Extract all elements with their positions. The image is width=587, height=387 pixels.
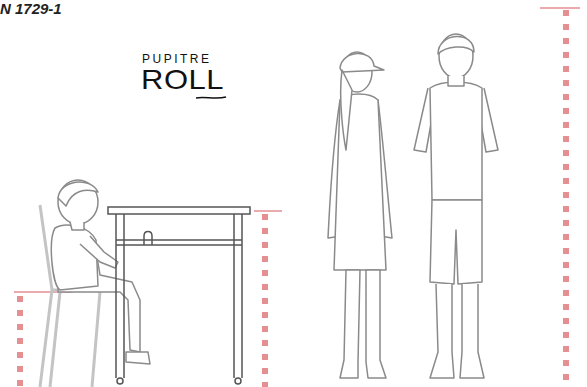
standard-code: N 1729-1 <box>0 0 62 17</box>
height-markers <box>20 10 566 387</box>
desk <box>108 207 250 384</box>
standing-girl <box>328 52 392 378</box>
height-ticks <box>14 8 580 292</box>
brand-name: ROLL <box>141 64 224 96</box>
logo-swoosh <box>196 97 226 98</box>
hook <box>144 232 152 246</box>
standing-boy <box>414 34 498 378</box>
chair <box>40 205 112 387</box>
brand-line: PUPITRE <box>142 52 212 66</box>
